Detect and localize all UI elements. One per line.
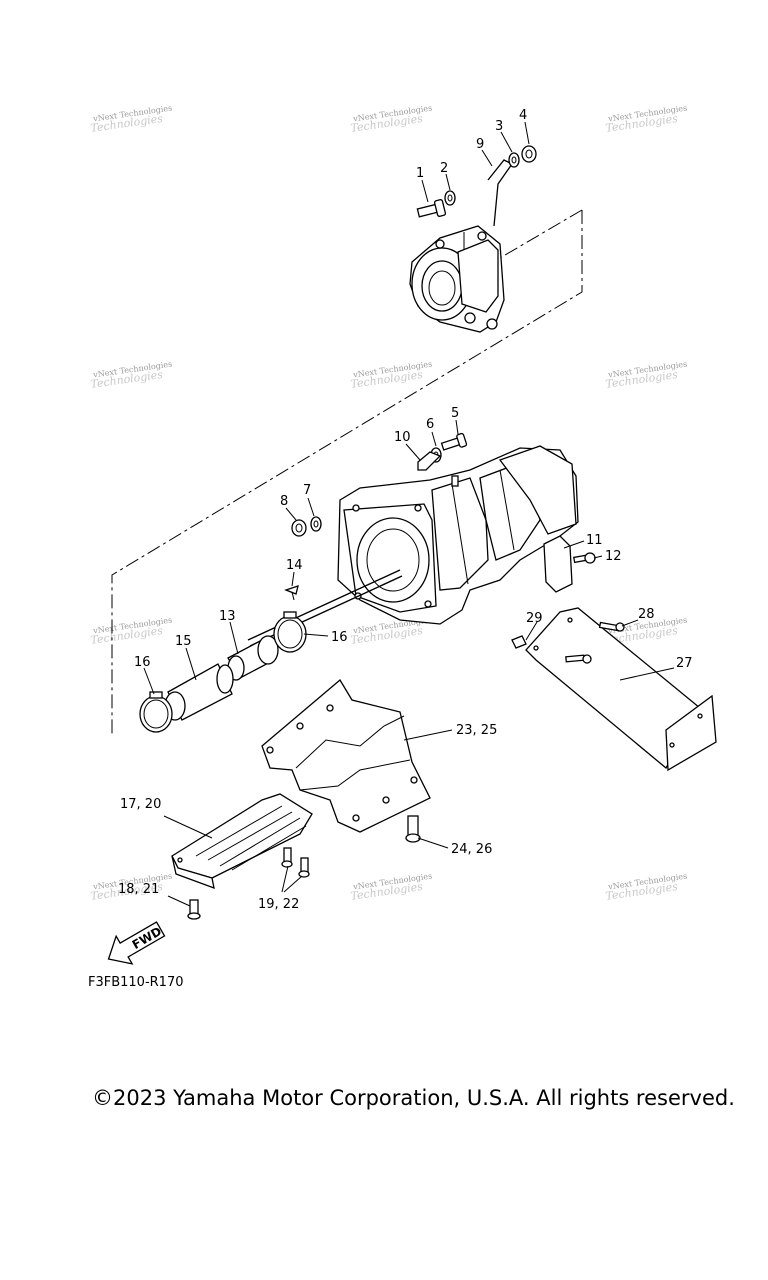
callout-1: 1 <box>416 166 424 181</box>
bolt-5 <box>440 432 468 451</box>
screws-19 <box>281 847 310 878</box>
callout-23-25: 23, 25 <box>456 723 497 738</box>
callout-12: 12 <box>605 549 622 564</box>
nut-8 <box>291 519 307 537</box>
callout-3: 3 <box>495 119 503 134</box>
callout-5: 5 <box>451 406 459 421</box>
callout-10: 10 <box>394 430 411 445</box>
copyright-notice: ©2023 Yamaha Motor Corporation, U.S.A. A… <box>92 1086 735 1110</box>
bolt-28 <box>565 621 625 664</box>
jet-pump-body <box>337 445 579 625</box>
callout-13: 13 <box>219 609 236 624</box>
hose-15 <box>164 663 234 721</box>
bearing-housing <box>409 225 505 333</box>
callout-15: 15 <box>175 634 192 649</box>
callout-6: 6 <box>426 417 434 432</box>
washer-7 <box>310 516 322 532</box>
washer-3 <box>508 152 520 168</box>
callout-24-26: 24, 26 <box>451 842 492 857</box>
callout-16: 16 <box>134 655 151 670</box>
bracket-10 <box>417 451 442 471</box>
callouts: 1 2 3 4 9 5 6 10 7 8 11 12 14 13 15 16 1… <box>118 108 693 912</box>
drawing-code: F3FB110-R170 <box>88 975 184 990</box>
clip-29 <box>511 635 527 649</box>
leader-lines <box>143 121 675 907</box>
callout-9: 9 <box>476 137 484 152</box>
callout-18-21: 18, 21 <box>118 882 159 897</box>
callout-2: 2 <box>440 161 448 176</box>
callout-27: 27 <box>676 656 693 671</box>
callout-8: 8 <box>280 494 288 509</box>
anode-11 <box>543 535 573 593</box>
bolt-24 <box>405 815 421 843</box>
nut-4 <box>521 145 537 163</box>
callout-4: 4 <box>519 108 527 123</box>
screw-18 <box>187 899 201 920</box>
washer-2 <box>444 190 456 206</box>
callout-7: 7 <box>303 483 311 498</box>
intake-grate-17 <box>171 793 313 890</box>
callout-28: 28 <box>638 607 655 622</box>
callout-17-20: 17, 20 <box>120 797 161 812</box>
clamp-16b <box>273 611 307 653</box>
screw-12 <box>573 552 596 564</box>
ride-plate-23 <box>261 679 431 833</box>
bolt-1 <box>416 199 447 218</box>
assembly-outline <box>111 209 583 735</box>
callout-14: 14 <box>286 558 303 573</box>
callout-11: 11 <box>586 533 603 548</box>
callout-16: 16 <box>331 630 348 645</box>
clamp-16a <box>139 691 173 733</box>
callout-29: 29 <box>526 611 543 626</box>
callout-19-22: 19, 22 <box>258 897 299 912</box>
cover-plate-27 <box>525 607 717 772</box>
fwd-arrow-icon: FWD <box>107 921 166 965</box>
screw-14 <box>284 585 299 601</box>
bracket-9 <box>487 159 513 227</box>
